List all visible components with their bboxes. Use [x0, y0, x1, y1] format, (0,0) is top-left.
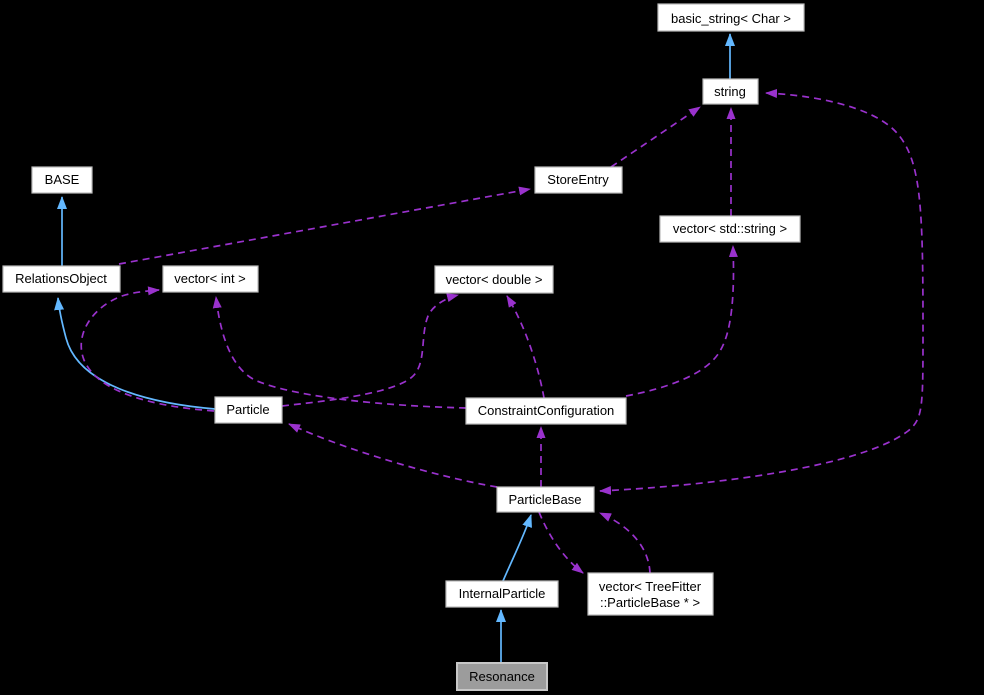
node-vector-treefitter-particlebase[interactable]: vector< TreeFitter ::ParticleBase * > [587, 572, 714, 616]
node-particle[interactable]: Particle [214, 396, 283, 424]
node-base-label: BASE [45, 172, 80, 187]
edge-particle-to-relationsobject [54, 297, 216, 410]
node-vector-int[interactable]: vector< int > [162, 265, 259, 293]
node-particle-label: Particle [226, 402, 269, 417]
node-internalparticle[interactable]: InternalParticle [445, 580, 559, 608]
node-resonance-label: Resonance [469, 669, 535, 684]
edge-particle-to-vector-int [80, 286, 215, 412]
node-particlebase-label: ParticleBase [509, 492, 582, 507]
node-resonance[interactable]: Resonance [456, 662, 548, 691]
node-relationsobject-label: RelationsObject [15, 271, 107, 286]
edge-particlebase-to-vector-treefitter [538, 511, 584, 574]
edge-constraintconfiguration-to-vector-double [506, 295, 545, 399]
node-basic-string[interactable]: basic_string< Char > [657, 3, 805, 32]
node-particlebase[interactable]: ParticleBase [496, 486, 595, 513]
node-internalparticle-label: InternalParticle [459, 586, 546, 601]
node-relationsobject[interactable]: RelationsObject [2, 265, 121, 293]
node-constraintconfiguration-label: ConstraintConfiguration [478, 403, 615, 418]
edge-particlebase-to-particle [288, 423, 498, 488]
node-constraintconfiguration[interactable]: ConstraintConfiguration [465, 397, 627, 425]
edge-constraintconfiguration-to-vector-int [212, 296, 467, 409]
node-vector-double[interactable]: vector< double > [434, 265, 554, 294]
node-vector-std-string[interactable]: vector< std::string > [659, 215, 801, 243]
node-vector-double-label: vector< double > [446, 272, 543, 287]
node-string-label: string [714, 84, 746, 99]
node-storeentry[interactable]: StoreEntry [534, 166, 623, 194]
edge-vector-treefitter-to-particlebase [599, 512, 651, 574]
node-string[interactable]: string [702, 78, 759, 105]
node-vector-int-label: vector< int > [174, 271, 246, 286]
node-vector-std-string-label: vector< std::string > [673, 221, 787, 236]
node-base[interactable]: BASE [31, 166, 93, 194]
edge-internalparticle-to-particlebase [502, 514, 532, 582]
node-basic-string-label: basic_string< Char > [671, 11, 791, 26]
node-vector-treefitter-particlebase-label-line2: ::ParticleBase * > [600, 595, 700, 610]
edge-particlebase-string-loop [599, 88, 924, 495]
edge-particle-to-vector-double [281, 293, 459, 407]
edge-relationsobject-to-storeentry [118, 186, 531, 265]
edge-constraintconfiguration-to-vector-std-string [625, 245, 738, 397]
node-vector-treefitter-particlebase-label-line1: vector< TreeFitter [599, 579, 702, 594]
node-storeentry-label: StoreEntry [547, 172, 609, 187]
